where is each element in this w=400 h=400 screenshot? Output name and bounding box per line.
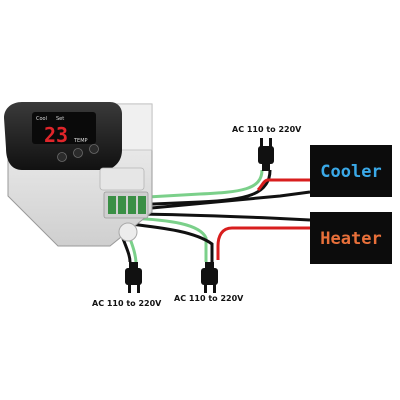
heater-box-bg — [310, 212, 392, 264]
terminal-cover — [99, 167, 145, 191]
cooler-label: Cooler — [320, 162, 381, 182]
up-button[interactable] — [73, 148, 83, 158]
plug-top-prong-left — [260, 138, 263, 147]
cooler-box-bg — [310, 145, 392, 197]
display-label-cool: Cool — [36, 116, 47, 122]
plug-bottom-mid-body — [201, 268, 218, 285]
mount-hole — [118, 222, 138, 242]
plug-bottom-left: AC 110 to 220V — [92, 262, 162, 308]
display-label-set: Set — [56, 116, 64, 122]
wire-top-plug-green — [129, 169, 264, 200]
plug-bottom-left-neck — [129, 262, 138, 270]
wire-cooler-red — [256, 178, 310, 192]
temperature-controller: Cool Set 23 TEMP — [4, 102, 153, 247]
plug-bottom-left-label: AC 110 to 220V — [92, 299, 162, 308]
plug-bottom-left-body — [125, 268, 142, 285]
plug-bottom-left-prong-left — [128, 284, 131, 293]
display-value: 23 — [44, 123, 68, 147]
wire-cooler-black — [129, 190, 311, 212]
down-button[interactable] — [89, 144, 99, 154]
plug-bottom-mid-neck — [205, 262, 214, 270]
wire-heater-red — [216, 226, 310, 260]
plug-bottom-mid-label: AC 110 to 220V — [174, 294, 244, 303]
wire-bottom-mid-black — [129, 222, 214, 262]
plug-top-label: AC 110 to 220V — [232, 125, 302, 134]
cooler-box: Cooler — [310, 145, 392, 197]
terminal-screw-4 — [138, 196, 146, 214]
plug-top: AC 110 to 220V — [232, 125, 302, 171]
display-label-temp: TEMP — [73, 138, 88, 144]
controller-display — [32, 112, 96, 144]
heater-box: Heater — [310, 212, 392, 264]
plug-bottom-mid-prong-left — [204, 284, 207, 293]
plug-bottom-mid: AC 110 to 220V — [174, 262, 244, 303]
terminal-screw-3 — [128, 196, 136, 214]
plug-top-neck — [262, 163, 270, 171]
power-button[interactable] — [57, 152, 67, 162]
plug-bottom-mid-prong-right — [213, 284, 216, 293]
plug-top-prong-right — [269, 138, 272, 147]
heater-label: Heater — [320, 229, 381, 249]
plug-bottom-left-prong-right — [137, 284, 140, 293]
terminal-screw-2 — [118, 196, 126, 214]
terminal-screw-1 — [108, 196, 116, 214]
plug-top-body — [258, 146, 274, 164]
